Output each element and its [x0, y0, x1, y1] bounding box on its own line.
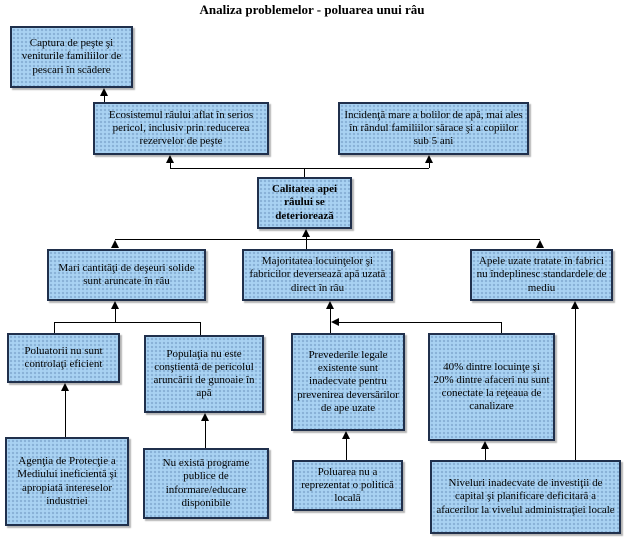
diagram-title: Analiza problemelor - poluarea unui râu: [199, 2, 425, 17]
arrow-up-icon: [111, 240, 119, 248]
connector-line: [429, 163, 430, 168]
arrow-up-icon: [481, 441, 489, 449]
arrow-up-icon: [536, 240, 544, 248]
arrow-up-icon: [302, 229, 310, 237]
connector-line: [346, 439, 347, 460]
node-disease-incidence: Incidenţă mare a bolilor de apă, mai ale…: [338, 102, 529, 155]
node-inadequate-laws: Prevederile legale existente sunt inadec…: [291, 333, 405, 431]
node-sewerage-connection: 40% dintre locuinţe şi 20% dintre afacer…: [428, 333, 555, 441]
node-direct-discharge: Majoritatea locuinţelor şi fabricilor de…: [242, 249, 393, 301]
connector-line: [485, 449, 486, 460]
node-polluters-uncontrolled: Poluatorii nu sunt controlaţi eficient: [7, 333, 120, 383]
node-fish-catch: Captura de peşte şi veniturile familiilo…: [10, 26, 133, 88]
connector-line: [501, 322, 502, 333]
node-treated-wastewater: Apele uzate tratate în fabrici nu îndepl…: [470, 249, 613, 301]
arrow-up-icon: [166, 155, 174, 163]
connector-line: [205, 421, 206, 448]
connector-line: [170, 163, 171, 168]
node-low-political-priority: Poluarea nu a reprezentat o politică loc…: [292, 460, 403, 511]
connector-line: [200, 322, 201, 335]
connector-line: [306, 237, 307, 249]
arrow-up-icon: [201, 413, 209, 421]
connector-line: [115, 239, 540, 240]
arrow-left-icon: [331, 318, 339, 326]
node-no-education-programs: Nu există programe publice de informare/…: [143, 448, 269, 519]
connector-line: [170, 168, 429, 169]
connector-line: [65, 391, 66, 437]
connector-line: [54, 322, 55, 333]
connector-line: [339, 322, 501, 323]
connector-line: [304, 168, 305, 177]
arrow-up-icon: [571, 301, 579, 309]
arrow-up-icon: [111, 301, 119, 309]
connector-line: [330, 309, 331, 333]
arrow-up-icon: [342, 431, 350, 439]
arrow-up-icon: [425, 155, 433, 163]
arrow-up-icon: [326, 301, 334, 309]
arrow-up-icon: [61, 383, 69, 391]
node-population-unaware: Populaţia nu este conştientă de pericolu…: [144, 335, 264, 413]
node-inadequate-investment: Niveluri inadecvate de investiţii de cap…: [430, 460, 621, 534]
connector-line: [575, 309, 576, 460]
node-river-ecosystem: Ecosistemul râului aflat în serios peric…: [93, 102, 269, 155]
node-solid-waste: Mari cantităţi de deşeuri solide sunt ar…: [47, 249, 206, 301]
connector-line: [54, 322, 200, 323]
connector-line: [115, 309, 116, 322]
arrow-up-icon: [100, 88, 108, 96]
connector-line: [104, 96, 105, 102]
node-water-quality-core: Calitatea apei râului se deteriorează: [257, 177, 352, 229]
node-epa-ineffective: Agenţia de Protecţie a Mediului ineficie…: [5, 437, 129, 526]
